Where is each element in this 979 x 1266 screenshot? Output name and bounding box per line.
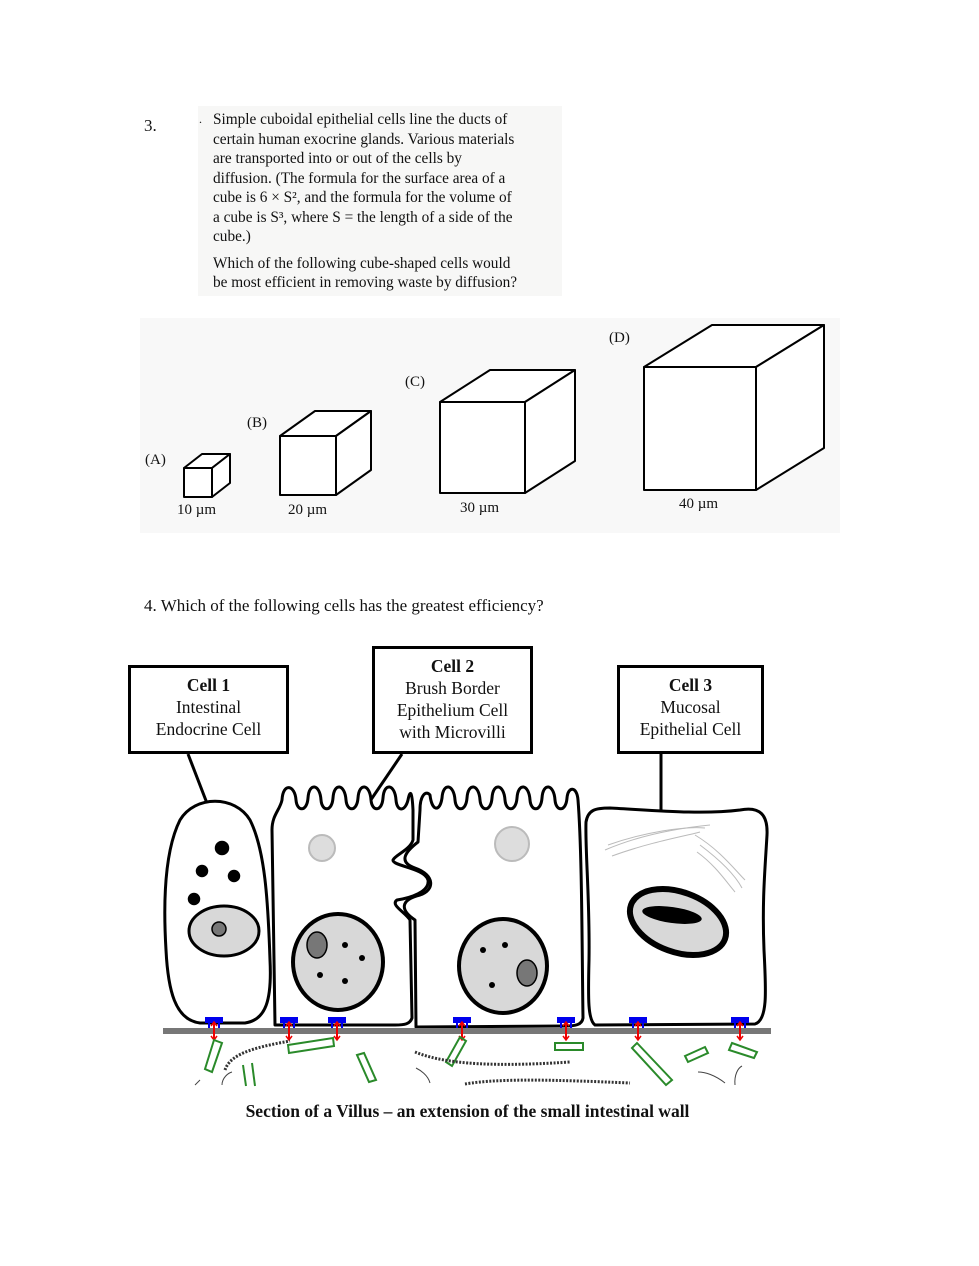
- cube-options-figure: (A) 10 µm (B) 20 µm (C) 30 µm (D) 40 µm: [140, 318, 840, 533]
- cell-1-label-box: Cell 1 Intestinal Endocrine Cell: [128, 665, 289, 754]
- collagen-strands: [223, 1039, 631, 1086]
- cell-3-title: Cell 3: [668, 675, 713, 695]
- cell-2-desc: with Microvilli: [399, 722, 506, 742]
- question-3-scan-background: [198, 106, 562, 296]
- nucleus: [457, 917, 549, 1015]
- line: certain human exocrine glands. Various m…: [213, 130, 515, 148]
- option-c-label: (C): [405, 374, 425, 390]
- line: Which of the following cube-shaped cells…: [213, 254, 511, 272]
- fibers: [604, 824, 746, 893]
- question-3-number: 3.: [144, 116, 157, 135]
- receptor-icon: [557, 1017, 575, 1042]
- line: a cube is S³, where S = the length of a …: [213, 208, 513, 226]
- cube-d: [643, 324, 825, 491]
- cell-3-desc: Mucosal: [660, 697, 721, 717]
- cell-2-title: Cell 2: [430, 656, 475, 676]
- nucleolus: [516, 959, 538, 987]
- granule: [194, 863, 210, 879]
- granule: [213, 839, 231, 857]
- connective-tissue-fibers: [203, 1035, 759, 1087]
- option-d-size: 40 µm: [679, 496, 718, 512]
- option-a-size: 10 µm: [177, 502, 216, 518]
- nucleus: [291, 912, 385, 1012]
- cell-1-title: Cell 1: [186, 675, 231, 695]
- line: are transported into or out of the cells…: [213, 150, 462, 167]
- receptor-icon: [280, 1017, 298, 1042]
- cube-a: [183, 453, 231, 498]
- cell-2-desc: Brush Border: [405, 678, 500, 698]
- cube-b: [279, 410, 372, 496]
- question-3-paragraph-1: Simple cuboidal epithelial cells line th…: [213, 110, 558, 247]
- nucleolus: [306, 931, 328, 959]
- vesicle: [308, 834, 336, 862]
- cell-3-desc: Epithelial Cell: [639, 719, 742, 739]
- cell-2-desc: Epithelium Cell: [396, 700, 509, 720]
- line: Simple cuboidal epithelial cells line th…: [213, 111, 508, 128]
- receptor-icon: [731, 1017, 749, 1042]
- diagram-caption: Section of a Villus – an extension of th…: [245, 1101, 690, 1121]
- line: diffusion. (The formula for the surface …: [213, 169, 506, 187]
- line: cube is 6 × S², and the formula for the …: [213, 189, 512, 206]
- option-b-size: 20 µm: [288, 502, 327, 518]
- option-b-label: (B): [247, 415, 267, 431]
- receptor-icon: [629, 1017, 647, 1042]
- question-3-paragraph-2: Which of the following cube-shaped cells…: [213, 254, 558, 293]
- line: be most efficient in removing waste by d…: [213, 274, 518, 291]
- cube-c: [439, 369, 576, 494]
- nucleolus: [211, 921, 227, 937]
- cell-3-label-box: Cell 3 Mucosal Epithelial Cell: [617, 665, 764, 754]
- receptor-icon: [453, 1017, 471, 1042]
- granule: [186, 891, 202, 907]
- option-c-size: 30 µm: [460, 500, 499, 516]
- cell-2-label-box: Cell 2 Brush Border Epithelium Cell with…: [372, 646, 533, 754]
- question-4-text: 4. Which of the following cells has the …: [144, 596, 544, 615]
- basement-membrane: [163, 1028, 771, 1034]
- cell-1-desc: Intestinal: [175, 697, 242, 717]
- option-d-label: (D): [609, 330, 630, 346]
- receptor-icon: [328, 1017, 346, 1042]
- granule: [226, 868, 242, 884]
- option-a-label: (A): [145, 452, 166, 468]
- scan-marker: .: [199, 112, 202, 126]
- cell-1-desc: Endocrine Cell: [155, 719, 262, 739]
- line: cube.): [213, 228, 251, 245]
- nucleolus: [642, 906, 702, 924]
- question-3-text: Simple cuboidal epithelial cells line th…: [213, 110, 558, 300]
- vesicle: [494, 826, 530, 862]
